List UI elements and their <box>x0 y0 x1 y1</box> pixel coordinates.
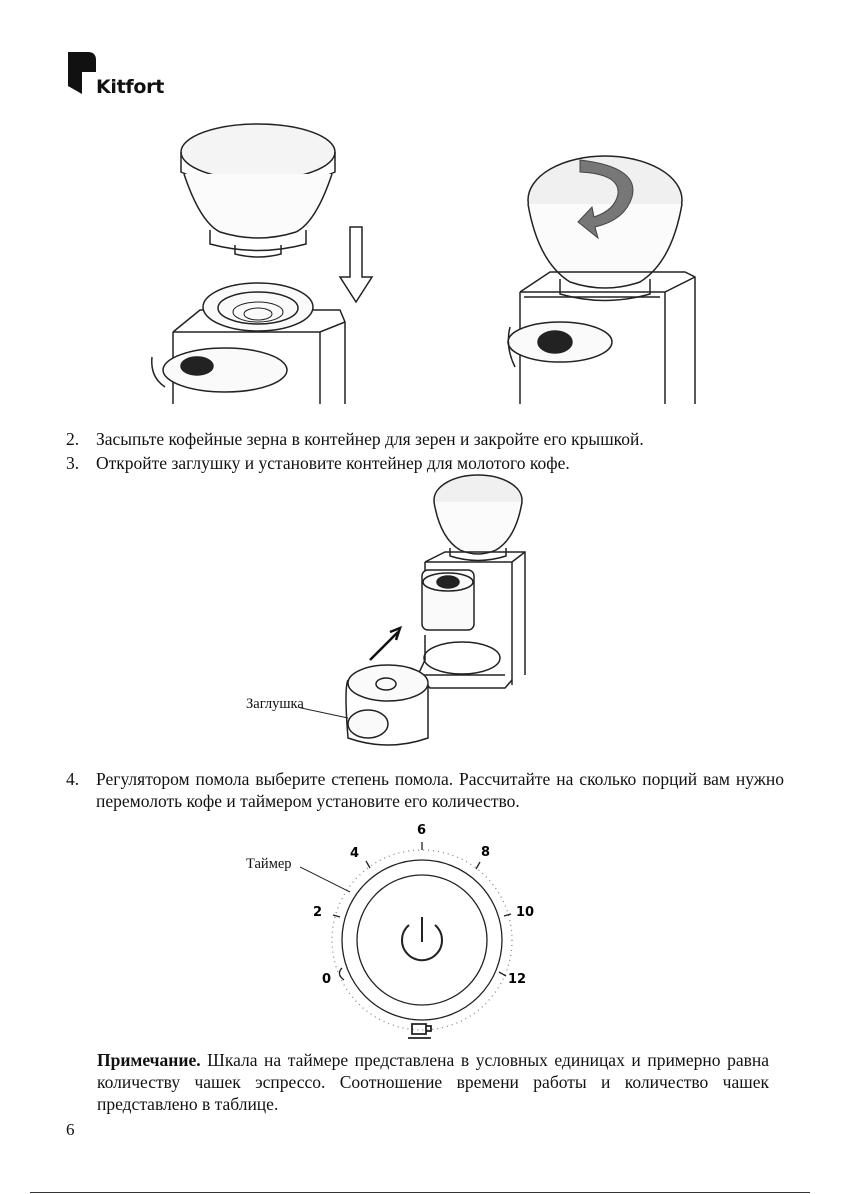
power-icon <box>401 917 443 962</box>
brand-name: Kitfort <box>96 76 164 98</box>
dial-label-10: 10 <box>516 905 534 920</box>
timer-callout: Таймер <box>246 856 292 872</box>
timer-dial: 0 2 4 6 8 10 12 <box>300 823 534 1039</box>
kitfort-logo: Kitfort <box>66 50 176 100</box>
grounds-container-illustration <box>300 474 526 746</box>
step-2: 2.Засыпьте кофейные зерна в контейнер дл… <box>66 429 644 449</box>
dial-label-6: 6 <box>417 823 426 838</box>
rotate-arrow-icon <box>577 159 634 240</box>
dial-label-4: 4 <box>350 846 359 861</box>
page-number: 6 <box>66 1120 75 1139</box>
insert-arrow-icon <box>369 625 403 661</box>
cup-icon <box>408 1023 432 1039</box>
hopper-install-illustration <box>151 123 696 404</box>
dial-label-8: 8 <box>481 845 490 860</box>
down-arrow-icon <box>338 226 374 304</box>
plug-callout: Заглушка <box>246 696 304 712</box>
note-paragraph: Примечание. Шкала на таймере представлен… <box>97 1049 769 1115</box>
dial-label-12: 12 <box>508 972 526 987</box>
step-3: 3.Откройте заглушку и установите контейн… <box>66 453 570 473</box>
note-text: Шкала на таймере представлена в условных… <box>97 1050 769 1114</box>
note-label: Примечание. <box>97 1050 201 1070</box>
page-bottom-rule <box>30 1192 810 1193</box>
dial-label-2: 2 <box>313 905 322 920</box>
dial-label-0: 0 <box>322 972 331 987</box>
step-4: 4.Регулятором помола выберите степень по… <box>66 769 784 811</box>
